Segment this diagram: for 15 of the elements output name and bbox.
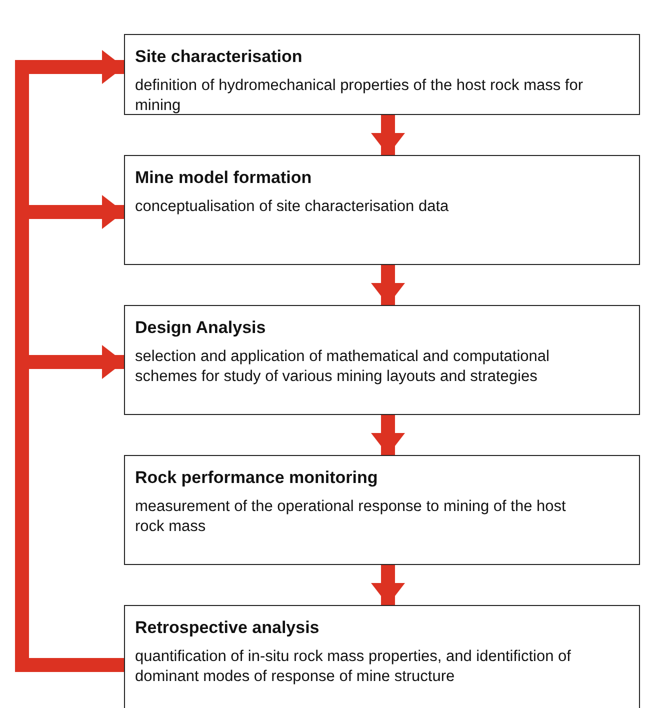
box-heading: Rock performance monitoring (135, 468, 379, 488)
box-heading: Site characterisation (135, 47, 304, 67)
process-box (124, 155, 640, 265)
box-heading: Mine model formation (135, 168, 313, 188)
box-description: measurement of the operational response to mining of the host rock mass (135, 497, 567, 538)
box-description: quantification of in-situ rock mass properties, and identifiction of dominant modes of response of mine structure (135, 647, 572, 688)
box-heading: Design Analysis (135, 318, 267, 338)
process-box (124, 305, 640, 415)
box-description: selection and application of mathematical and computational schemes for study of various mining layouts and strategies (135, 347, 550, 388)
process-box (124, 455, 640, 565)
process-box (124, 605, 640, 708)
process-box (124, 34, 640, 115)
box-description: definition of hydromechanical properties of the host rock mass for mining (135, 76, 584, 116)
box-description: conceptualisation of site characterisation data (135, 197, 450, 217)
box-heading: Retrospective analysis (135, 618, 320, 638)
